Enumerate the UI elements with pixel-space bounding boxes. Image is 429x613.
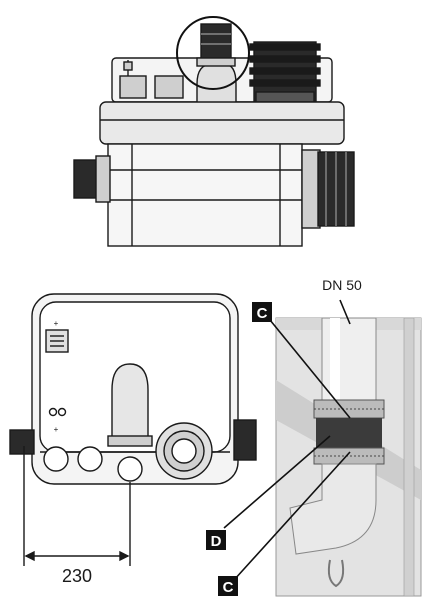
svg-text:+: + (54, 319, 59, 328)
port-bottom-1 (43, 446, 69, 472)
rubber-sleeve (316, 418, 382, 448)
left-side-connector (9, 429, 35, 455)
clamp-top (313, 399, 385, 419)
unit-flange (99, 101, 345, 145)
clamp-bottom (313, 447, 385, 465)
outlet-collar (200, 23, 232, 61)
central-dome (111, 363, 149, 445)
front-view: + + (9, 293, 257, 566)
tank-body (107, 143, 303, 247)
svg-text:C: C (223, 579, 234, 596)
circle-highlight-icon (176, 16, 250, 90)
detail-photo (275, 317, 422, 597)
port-bottom-3 (117, 456, 143, 482)
port-bottom-2 (77, 446, 103, 472)
top-port-left (119, 75, 147, 99)
elbow-pipe (289, 463, 377, 555)
large-port (155, 422, 213, 480)
svg-text:D: D (211, 533, 222, 550)
pipe-size-label: DN 50 (322, 277, 362, 293)
dimension-value: 230 (62, 566, 92, 586)
svg-text:+: + (54, 425, 59, 434)
top-elevation-view (73, 16, 355, 247)
top-port-mid (154, 75, 184, 99)
right-inlet (301, 149, 355, 229)
right-side-connector (233, 419, 257, 461)
callout-d: D (206, 530, 226, 550)
callout-c-top: C (252, 302, 272, 322)
callout-c-bottom: C (218, 576, 238, 596)
leader-lines (223, 299, 351, 581)
svg-text:C: C (257, 305, 268, 322)
large-corrugated-outlet (249, 41, 321, 103)
